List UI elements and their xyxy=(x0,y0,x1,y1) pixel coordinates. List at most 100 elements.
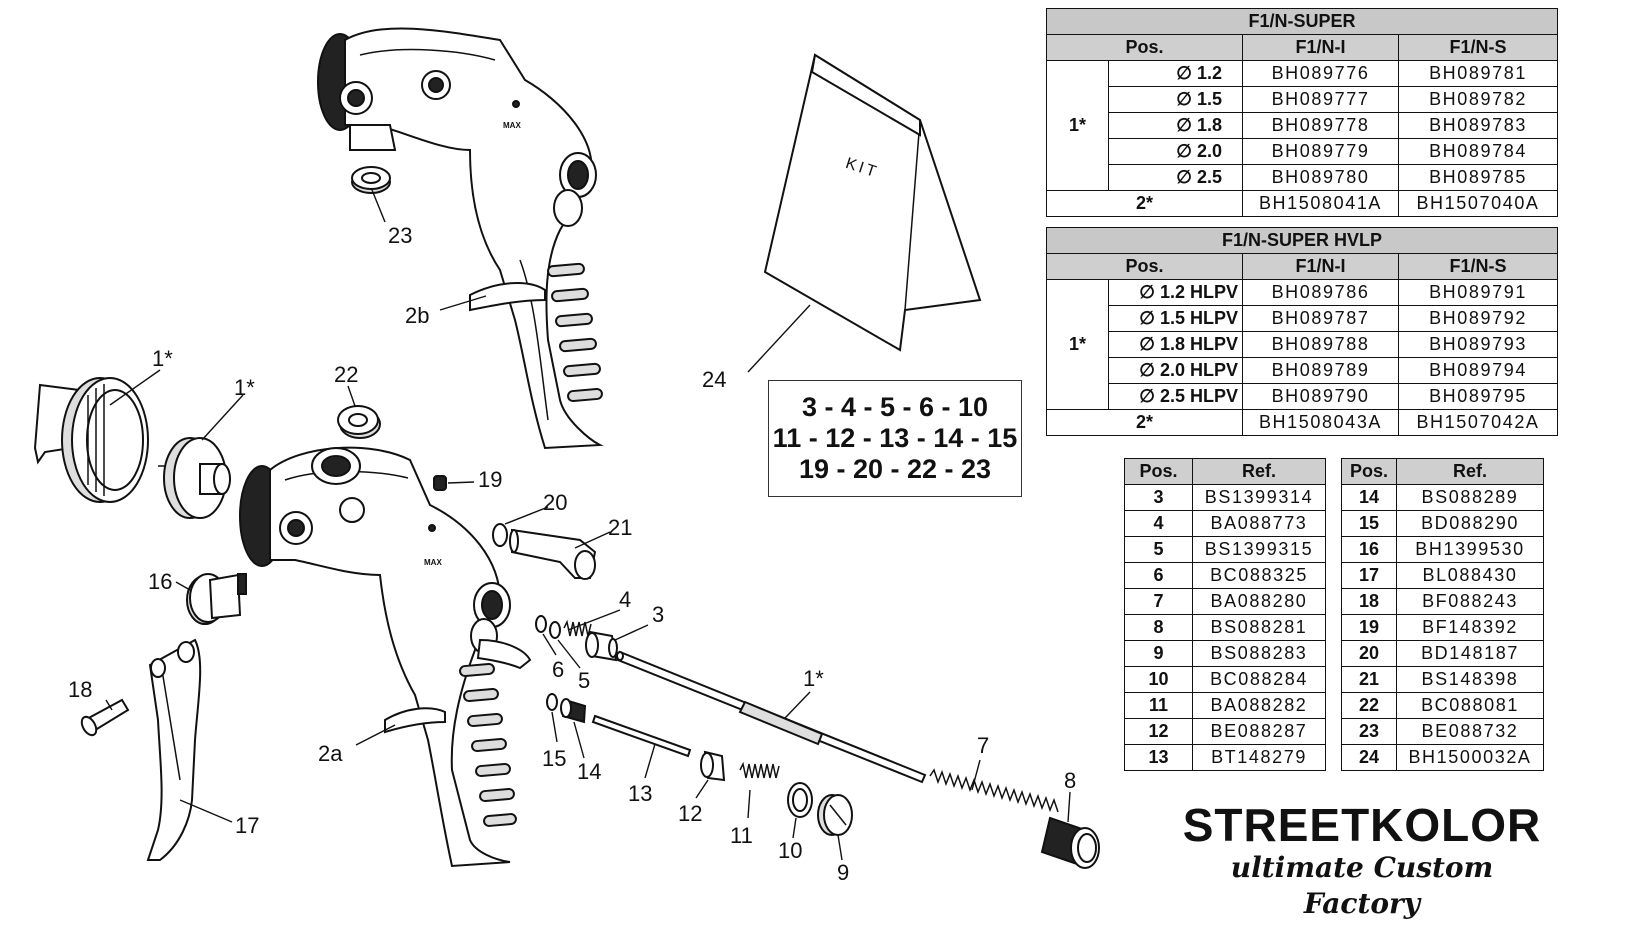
label-13: 13 xyxy=(628,781,652,806)
part-23-seal xyxy=(351,166,391,194)
label-18: 18 xyxy=(68,677,92,702)
ref-cell: BS088283 xyxy=(1192,640,1326,667)
ref-cell: BH089788 xyxy=(1242,331,1399,358)
part-8-knob xyxy=(1040,816,1100,869)
label-22: 22 xyxy=(334,362,358,387)
ref-cell: BH1507042A xyxy=(1398,409,1558,436)
col-header-pos: Pos. xyxy=(1046,34,1243,61)
col-header-ref: Ref. xyxy=(1192,458,1326,485)
table-row: ∅ 1.5 BH089777 BH089782 xyxy=(1047,86,1558,113)
pos-cell: 17 xyxy=(1341,562,1397,589)
ref-cell: BH089781 xyxy=(1398,60,1558,87)
pos-cell: 9 xyxy=(1124,640,1193,667)
pos-cell: 13 xyxy=(1124,744,1193,771)
label-16: 16 xyxy=(148,569,172,594)
kit-line-2: 11 - 12 - 13 - 14 - 15 xyxy=(772,423,1018,453)
part-1-filter xyxy=(158,437,231,519)
label-2a: 2a xyxy=(318,741,343,766)
part-17-trigger xyxy=(146,638,202,861)
ref-cell: BH089784 xyxy=(1398,138,1558,165)
size-cell: ∅ 2.5 xyxy=(1108,164,1243,191)
label-2b: 2b xyxy=(405,303,429,328)
part-6-washer xyxy=(535,615,547,633)
part-16-regulator xyxy=(186,573,247,625)
ref-cell: BH1507040A xyxy=(1398,190,1558,217)
table-row: ∅ 2.0 BH089779 BH089784 xyxy=(1047,138,1558,165)
max-logo-text-top: MAX xyxy=(503,121,521,130)
table-row: 1* ∅ 1.2 BH089776 BH089781 xyxy=(1046,60,1558,191)
label-5: 5 xyxy=(578,668,590,693)
ref-cell: BA088280 xyxy=(1192,588,1326,615)
pos-cell: 6 xyxy=(1124,562,1193,589)
label-1-filter: 1* xyxy=(234,375,255,400)
ref-cell: BH089780 xyxy=(1242,164,1399,191)
label-9: 9 xyxy=(837,860,849,885)
ref-cell: BS1399314 xyxy=(1192,484,1326,511)
pos-cell: 4 xyxy=(1124,510,1193,537)
callout-labels: 23 2b 1* 1* 22 19 20 21 16 18 17 2a 4 3 … xyxy=(68,223,1076,885)
part-7-spring xyxy=(929,768,1059,813)
pos-cell: 7 xyxy=(1124,588,1193,615)
part-22-seal xyxy=(337,405,381,439)
part-18-pin xyxy=(80,698,130,737)
table-f1n-super-hvlp: F1/N-SUPER HVLP Pos. F1/N-I F1/N-S 1* ∅ … xyxy=(1046,227,1558,436)
label-21: 21 xyxy=(608,515,632,540)
ref-cell: BH089785 xyxy=(1398,164,1558,191)
ref-cell: BF148392 xyxy=(1396,614,1544,641)
pos-cell: 3 xyxy=(1124,484,1193,511)
pos-cell: 18 xyxy=(1341,588,1397,615)
size-cell: ∅ 1.8 xyxy=(1108,112,1243,139)
label-7: 7 xyxy=(977,733,989,758)
ref-cell: BH089779 xyxy=(1242,138,1399,165)
label-4: 4 xyxy=(619,587,631,612)
ref-cell: BS088281 xyxy=(1192,614,1326,641)
table-row: ∅ 2.0 HLPV BH089789 BH089794 xyxy=(1047,357,1558,384)
label-10: 10 xyxy=(778,838,802,863)
size-cell: ∅ 2.5 HLPV xyxy=(1108,383,1243,410)
part-19-screw xyxy=(433,475,447,491)
label-23: 23 xyxy=(388,223,412,248)
pos-cell: 22 xyxy=(1341,692,1397,719)
pos-cell: 14 xyxy=(1341,484,1397,511)
pos-cell: 15 xyxy=(1341,510,1397,537)
ref-cell: BH1399530 xyxy=(1396,536,1544,563)
ref-cell: BH089789 xyxy=(1242,357,1399,384)
ref-cell: BH089790 xyxy=(1242,383,1399,410)
ref-cell: BC088325 xyxy=(1192,562,1326,589)
part-12-bushing xyxy=(700,750,726,782)
part-1-needle xyxy=(616,650,927,784)
col-header-ref: Ref. xyxy=(1396,458,1544,485)
pos-cell: 2* xyxy=(1046,409,1243,436)
table-row: ∅ 1.8 BH089778 BH089783 xyxy=(1047,112,1558,139)
gun-body-2a: MAX xyxy=(239,446,532,868)
ref-cell: BT148279 xyxy=(1192,744,1326,771)
label-1-needle: 1* xyxy=(803,666,824,691)
table-f1n-super: F1/N-SUPER Pos. F1/N-I F1/N-S 1* ∅ 1.2 B… xyxy=(1046,8,1558,217)
label-11: 11 xyxy=(730,823,753,848)
ref-cell: BF088243 xyxy=(1396,588,1544,615)
kit-line-3: 19 - 20 - 22 - 23 xyxy=(798,454,992,484)
table-title: F1/N-SUPER HVLP xyxy=(1046,227,1558,254)
label-14: 14 xyxy=(577,759,601,784)
table-row: 2* BH1508043A BH1507042A xyxy=(1046,409,1558,436)
size-cell: ∅ 1.2 xyxy=(1108,60,1243,87)
pos-cell: 5 xyxy=(1124,536,1193,563)
part-24-kit-bag: KIT xyxy=(763,53,982,352)
ref-cell: BH089777 xyxy=(1242,86,1399,113)
brand-logo: STREETKOLOR ultimate Custom Factory xyxy=(1172,800,1552,920)
label-17: 17 xyxy=(235,813,259,838)
pos-cell: 24 xyxy=(1341,744,1397,771)
